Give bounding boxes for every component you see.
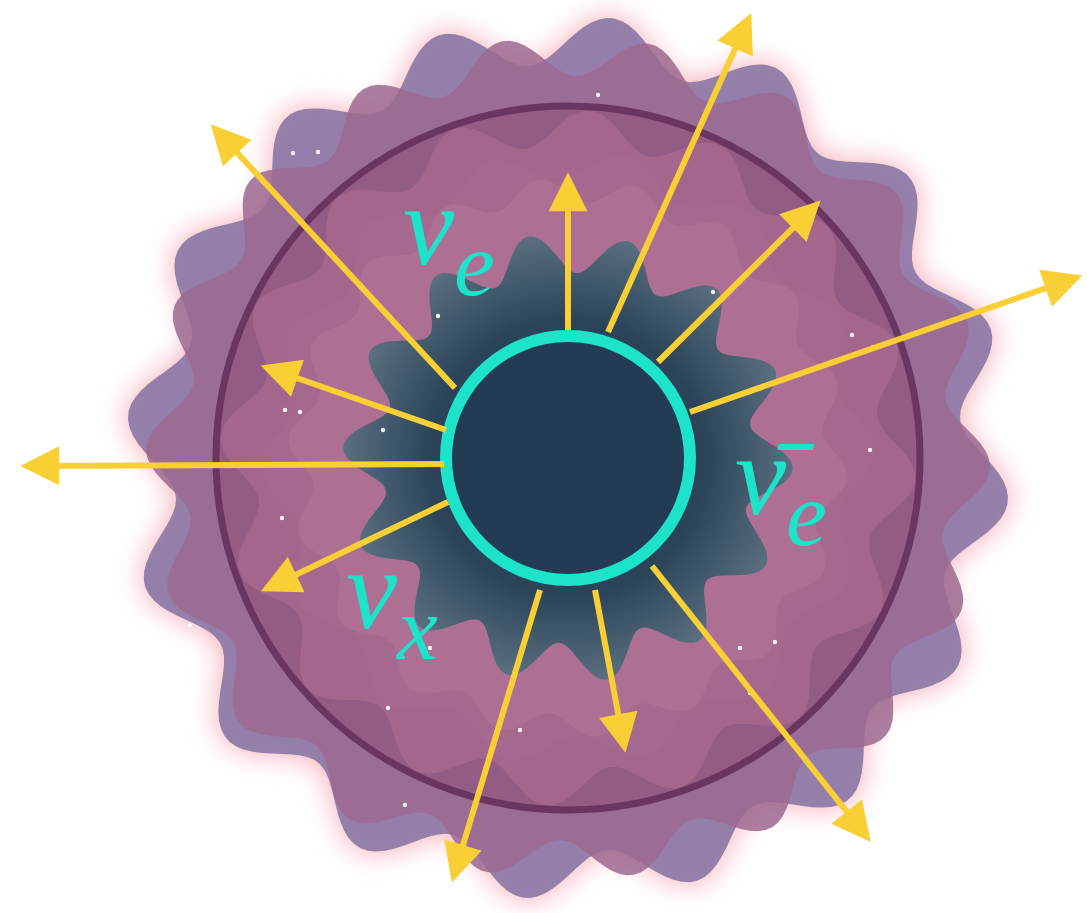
star-dot xyxy=(868,448,872,452)
neutrino-arrow xyxy=(608,20,748,332)
neutrino-arrow xyxy=(565,180,571,330)
plasma-shell xyxy=(128,18,1008,898)
neutrino-arrow xyxy=(268,368,446,430)
star-dot xyxy=(386,706,390,710)
star-dot xyxy=(381,428,385,432)
neutrino-arrow xyxy=(690,278,1075,412)
plasma-shell xyxy=(146,41,990,875)
star-dot xyxy=(518,728,522,732)
star-dot xyxy=(280,516,284,520)
star-dot xyxy=(596,93,600,97)
neutrino-label: νe xyxy=(403,168,495,283)
star-dot xyxy=(850,333,854,337)
star-dot xyxy=(738,646,742,650)
star-dot xyxy=(283,408,287,412)
neutrino-arrow xyxy=(595,590,624,745)
neutrino-label: ν̄e xyxy=(735,418,827,533)
plasma-shell xyxy=(221,111,916,806)
shell-glow xyxy=(126,16,1010,900)
star-dot xyxy=(403,803,407,807)
neutrino-arrows xyxy=(28,20,1075,875)
plasma-shell xyxy=(289,180,848,737)
neutrino-arrow xyxy=(652,566,866,836)
neutrino-arrow xyxy=(216,130,455,388)
plasma-layers xyxy=(126,16,1010,900)
neutrino-arrow xyxy=(28,464,444,466)
star-dot xyxy=(291,151,295,155)
shell-ring xyxy=(216,106,920,810)
star-dot xyxy=(711,290,715,294)
neutron-star xyxy=(446,336,690,580)
star-dot xyxy=(316,150,320,154)
star-dot xyxy=(773,640,777,644)
star-dot xyxy=(298,410,302,414)
star-dots xyxy=(188,93,967,807)
star-dot xyxy=(188,623,192,627)
star-dot xyxy=(963,603,967,607)
plasma-shell xyxy=(261,156,875,760)
neutrino-arrow xyxy=(658,206,815,362)
neutrino-arrow xyxy=(454,590,540,875)
neutrino-label: νx xyxy=(346,532,438,647)
star-dot xyxy=(436,314,440,318)
